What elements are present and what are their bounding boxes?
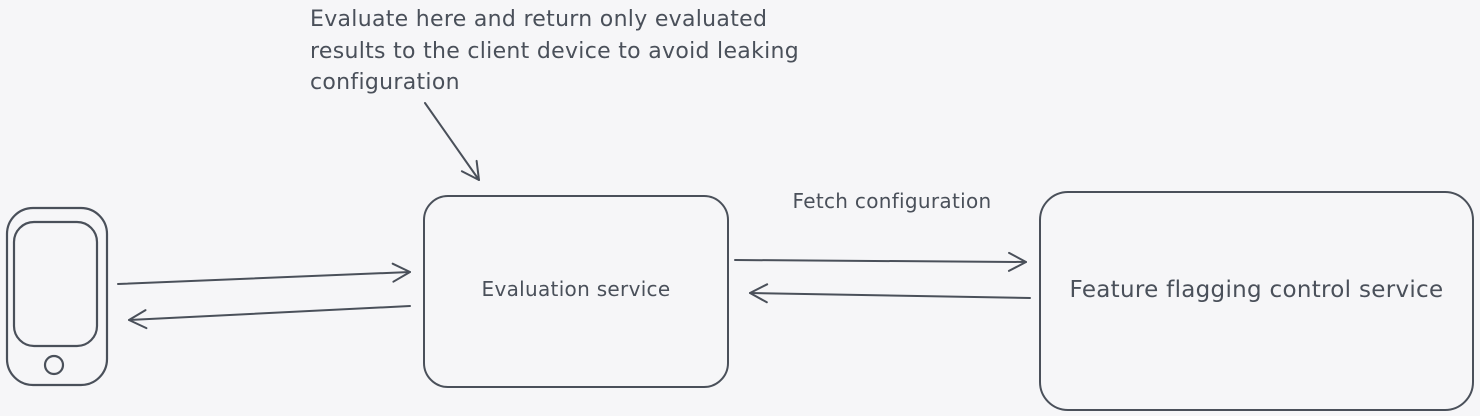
phone-screen bbox=[12, 220, 99, 348]
smartphone-icon bbox=[5, 206, 109, 387]
annotation-note: Evaluate here and return only evaluated … bbox=[310, 7, 800, 95]
fetch-configuration-edge-label: Fetch configuration bbox=[792, 189, 992, 213]
feature-flagging-service-box bbox=[1039, 191, 1474, 411]
phone-body bbox=[5, 206, 109, 387]
arrow-feature-flagging-to-evaluation bbox=[749, 283, 1031, 304]
feature-flagging-service-label: Feature flagging control service bbox=[1069, 277, 1444, 303]
phone-home-button bbox=[43, 354, 65, 376]
evaluation-service-box bbox=[423, 195, 729, 388]
arrow-evaluation-to-feature-flagging bbox=[734, 251, 1027, 272]
arrow-client-to-evaluation bbox=[117, 262, 411, 285]
arrow-annotation-to-evaluation bbox=[424, 102, 480, 181]
arrow-evaluation-to-client bbox=[128, 305, 411, 330]
evaluation-service-label: Evaluation service bbox=[481, 276, 671, 301]
